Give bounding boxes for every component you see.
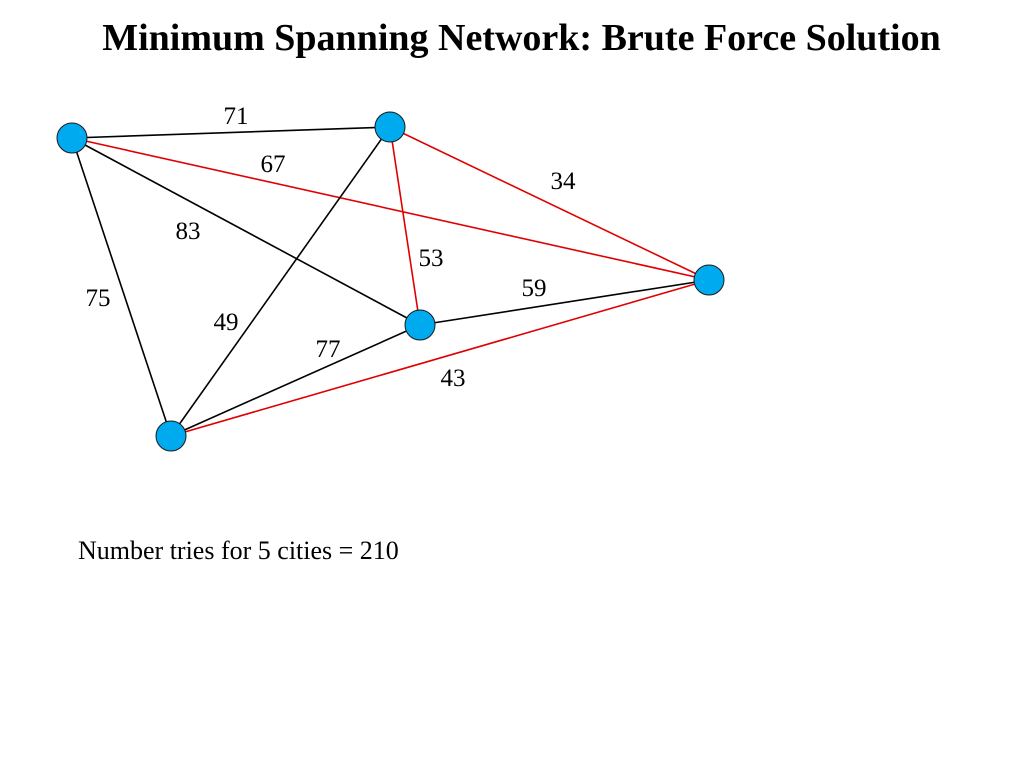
- edge-weight-label: 53: [419, 245, 444, 272]
- edge-weight-label: 75: [86, 285, 111, 312]
- city-node-b: [374, 111, 406, 143]
- city-node-e: [155, 420, 187, 452]
- edge-weight-label: 67: [261, 151, 286, 178]
- weight-labels-layer: 71 67 83 75 34 53 49 59 77 43: [86, 103, 577, 392]
- edge-a-b: [71, 126, 391, 139]
- nodes-layer: [56, 111, 725, 452]
- edge-a-c: [71, 137, 710, 281]
- edge-b-d: [389, 126, 421, 326]
- edge-weight-label: 43: [441, 365, 466, 392]
- edge-weight-label: 34: [551, 168, 577, 195]
- edge-a-e: [71, 137, 172, 437]
- edge-weight-label: 77: [316, 336, 341, 363]
- edge-weight-label: 71: [224, 103, 249, 130]
- edge-b-e: [170, 126, 391, 437]
- edge-weight-label: 49: [214, 309, 239, 336]
- edges-layer: [71, 126, 710, 437]
- edge-d-c: [419, 279, 710, 326]
- edge-weight-label: 83: [176, 218, 201, 245]
- tries-caption: Number tries for 5 cities = 210: [78, 536, 399, 565]
- edge-a-d: [71, 137, 421, 326]
- edge-weight-label: 59: [522, 275, 547, 302]
- edge-e-c: [170, 279, 710, 437]
- city-node-c: [693, 264, 725, 296]
- edge-d-e: [170, 324, 421, 437]
- page-title: Minimum Spanning Network: Brute Force So…: [102, 17, 941, 59]
- city-node-a: [56, 122, 88, 154]
- city-node-d: [404, 309, 436, 341]
- edge-b-c: [389, 126, 710, 281]
